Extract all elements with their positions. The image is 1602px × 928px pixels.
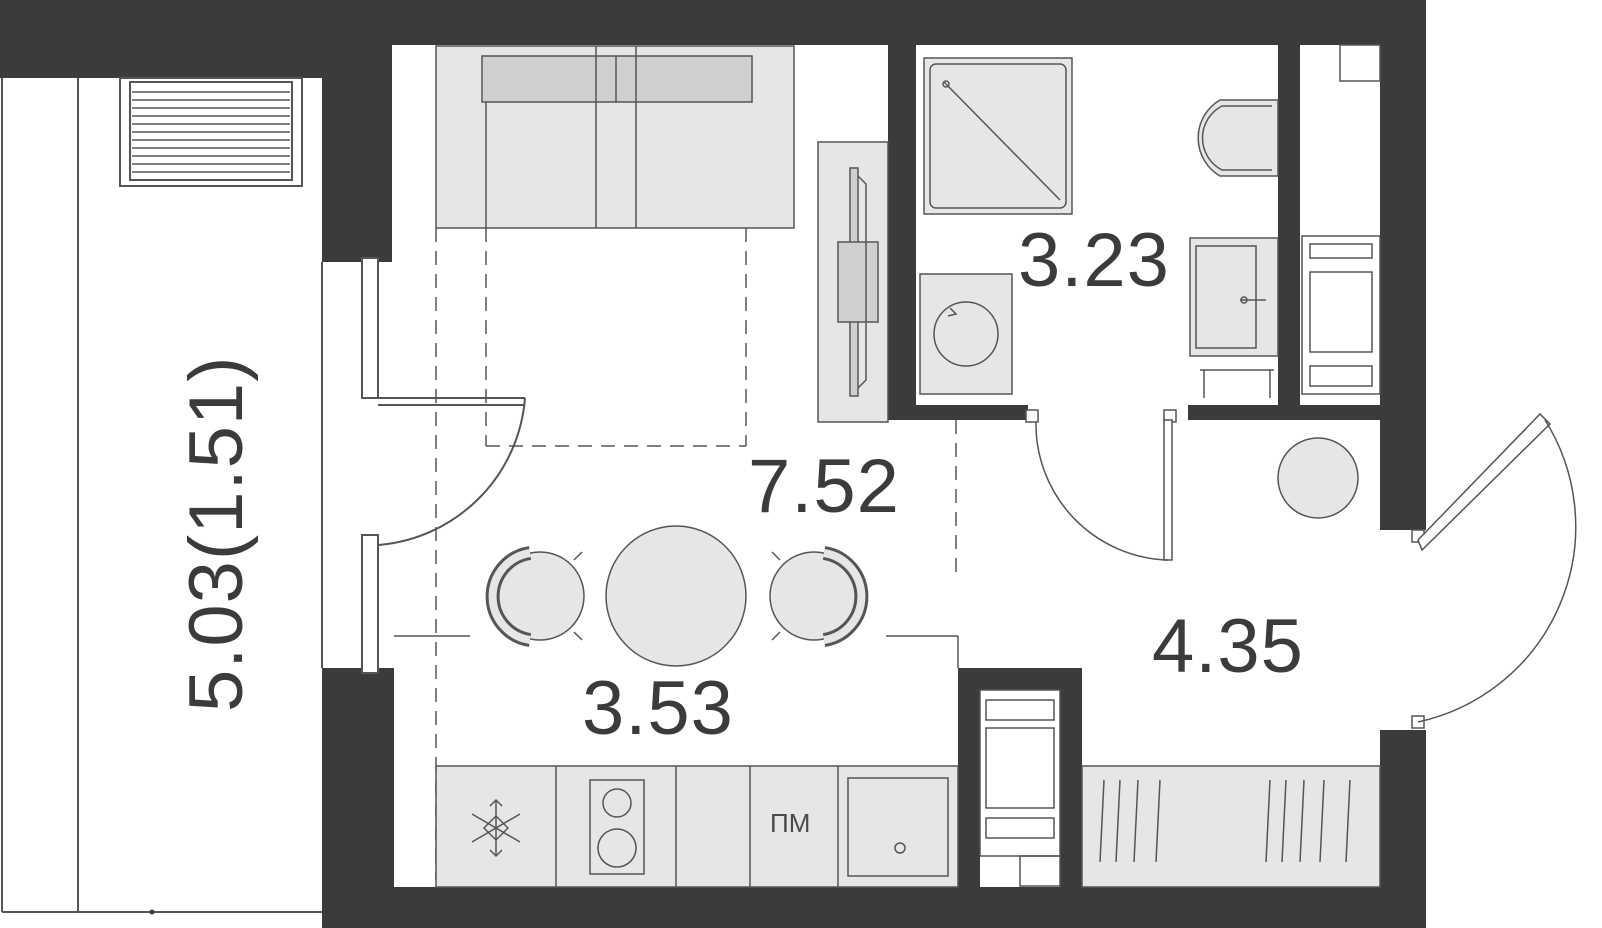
- wall-top: [0, 0, 1426, 262]
- area-label-living: 7.52: [748, 444, 900, 529]
- walls: [0, 0, 1426, 928]
- bed-pullout-outline: [435, 228, 957, 880]
- wall-bath-bottom-a: [888, 405, 1028, 420]
- pouf: [1277, 437, 1359, 519]
- area-label-bathroom: 3.23: [1018, 218, 1170, 303]
- wall-right-lower: [1380, 730, 1426, 928]
- balcony: [1, 77, 323, 913]
- bathroom-fixtures: [919, 57, 1279, 398]
- toilet: [1197, 99, 1279, 177]
- chair-right: [769, 546, 869, 647]
- wall-right-upper: [1380, 0, 1426, 530]
- washing-machine: [919, 273, 1013, 395]
- wall-closet-block: [958, 668, 1082, 887]
- entrance-door: [1411, 412, 1577, 729]
- wall-closet-divider: [1278, 45, 1300, 420]
- bathroom-door: [1025, 409, 1177, 561]
- chair-left: [485, 546, 585, 647]
- shower-tray: [923, 57, 1073, 215]
- dining-set: [485, 525, 869, 667]
- hall-closet-unit: [979, 689, 1061, 887]
- sink-icon: [847, 777, 949, 877]
- utility-niche: [1301, 44, 1381, 395]
- area-label-hall: 4.35: [1152, 604, 1304, 689]
- wall-bath-left: [888, 45, 916, 420]
- wardrobe: [1081, 765, 1381, 888]
- balcony-door: [361, 257, 526, 674]
- ac-unit-grille: [132, 91, 290, 173]
- balcony-dot: [149, 909, 155, 915]
- bed: [435, 45, 795, 229]
- towel-rail: [1200, 369, 1274, 398]
- kitchen-divider: [394, 635, 959, 668]
- area-label-balcony: 5.03(1.51): [174, 356, 259, 712]
- wall-left-lower: [322, 668, 394, 928]
- stove-icon: [589, 779, 645, 875]
- washbasin: [1189, 237, 1279, 357]
- area-label-kitchen: 3.53: [582, 666, 734, 751]
- wall-bottom: [322, 887, 1426, 928]
- tv-unit: [817, 141, 889, 423]
- dining-table: [605, 525, 747, 667]
- fridge-snowflake-icon: [471, 798, 521, 858]
- kitchen-counter: [435, 765, 959, 888]
- dishwasher-label: ПМ: [770, 808, 810, 838]
